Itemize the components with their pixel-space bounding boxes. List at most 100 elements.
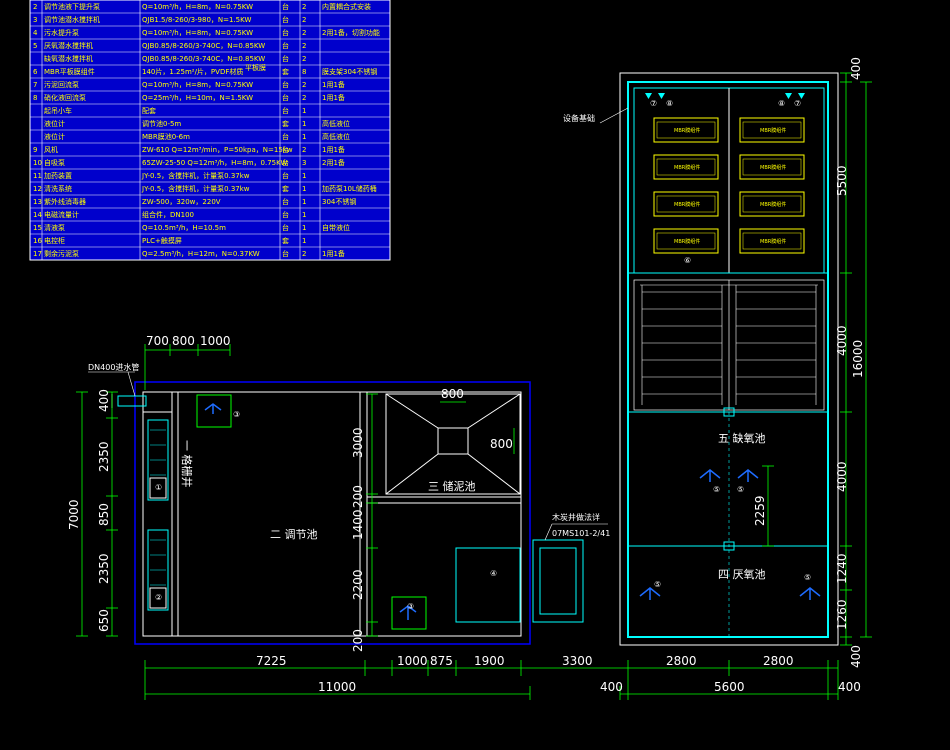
dim-1000-top: 1000 xyxy=(200,334,231,348)
table-cell-spec: JY-0.5，含搅拌机，计量泵0.37kw xyxy=(141,184,250,193)
dim-850: 850 xyxy=(97,503,111,526)
tag-8a: ⑧ xyxy=(666,99,673,108)
table-cell-spec: 配套 xyxy=(142,106,156,115)
dim-1000-bottom: 1000 xyxy=(397,654,428,668)
table-cell-qty: 3 xyxy=(302,159,306,167)
table-cell-name: 缺氧潜水搅拌机 xyxy=(44,54,93,63)
dim-1400: 1400 xyxy=(351,509,365,540)
table-cell-spec: QJB1.5/8-260/3-980，N=1.5KW xyxy=(142,16,251,24)
dim-5600: 5600 xyxy=(714,680,745,694)
table-cell-note: 加药泵10L储药桶 xyxy=(322,184,377,193)
tag-6: ⑥ xyxy=(684,256,691,265)
room-anoxic-tank: 五 缺氧池 xyxy=(718,431,766,445)
table-cell-name: 加药装置 xyxy=(44,171,72,180)
dim-2350-lower: 2350 xyxy=(97,553,111,584)
table-cell-spec: MBR膜池0-6m xyxy=(142,132,190,141)
table-cell-no: 9 xyxy=(33,146,37,154)
table-cell-unit: 台 xyxy=(282,80,289,89)
table-cell-name: 污泥回流泵 xyxy=(44,80,79,89)
table-cell-qty: 2 xyxy=(302,94,306,102)
table-cell-name: 起吊小车 xyxy=(44,106,72,115)
table-cell-note: 1用1备 xyxy=(322,249,345,258)
tag-5d: ⑤ xyxy=(804,573,811,582)
table-cell-qty: 1 xyxy=(302,133,306,141)
table-extra-label: 平板膜 xyxy=(245,63,266,72)
table-cell-unit: 台 xyxy=(282,41,289,50)
dim-3000: 3000 xyxy=(351,427,365,458)
table-cell-unit: 套 xyxy=(282,236,289,245)
wellhead-note-1: 木炭井做法详 xyxy=(552,512,600,522)
table-cell-note: 2用1备，切割功能 xyxy=(322,28,380,37)
mbr-module xyxy=(739,191,805,217)
table-cell-spec: Q=10m³/h，H=8m，N=0.75KW xyxy=(142,3,253,11)
table-cell-note: 1用1备 xyxy=(322,80,345,89)
mbr-module-label: MBR膜组件 xyxy=(674,127,700,134)
table-cell-name: 调节池液下提升泵 xyxy=(44,2,100,11)
table-cell-no: 7 xyxy=(33,81,37,89)
table-cell-no: 2 xyxy=(33,3,37,11)
dim-200-bottom: 200 xyxy=(351,629,365,652)
table-cell-no: 5 xyxy=(33,42,37,50)
table-cell-spec: Q=10.5m³/h，H=10.5m xyxy=(142,224,226,232)
dim-7225: 7225 xyxy=(256,654,287,668)
dim-2350-upper: 2350 xyxy=(97,441,111,472)
table-cell-qty: 2 xyxy=(302,55,306,63)
tag-4: ④ xyxy=(490,569,497,578)
table-cell-qty: 2 xyxy=(302,146,306,154)
dim-700: 700 xyxy=(146,334,169,348)
tag-3b: ③ xyxy=(407,602,414,611)
table-cell-qty: 1 xyxy=(302,172,306,180)
table-cell-unit: 台 xyxy=(282,145,289,154)
dim-400-right-bottom: 400 xyxy=(849,645,863,668)
table-cell-unit: 台 xyxy=(282,54,289,63)
room-screen-well: 一 格栅井 xyxy=(180,440,194,488)
table-cell-note: 膜支架304不锈钢 xyxy=(322,67,377,76)
table-cell-unit: 套 xyxy=(282,67,289,76)
mbr-module-label: MBR膜组件 xyxy=(760,164,786,171)
table-cell-spec: Q=10m³/h，H=8m，N=0.75KW xyxy=(142,29,253,37)
table-cell-name: 污水提升泵 xyxy=(44,28,79,37)
tag-8b: ⑧ xyxy=(778,99,785,108)
room-anaerobic-tank: 四 厌氧池 xyxy=(718,567,766,581)
table-cell-name: 清洗系统 xyxy=(44,184,72,193)
mbr-module xyxy=(653,191,719,217)
table-cell-no: 4 xyxy=(33,29,38,37)
table-cell-note: 1用1备 xyxy=(322,145,345,154)
table-cell-qty: 1 xyxy=(302,185,306,193)
dim-800-hopper-h: 800 xyxy=(441,387,464,401)
table-cell-qty: 1 xyxy=(302,211,306,219)
table-cell-unit: 台 xyxy=(282,171,289,180)
dim-200-mid: 200 xyxy=(351,485,365,508)
dim-2200: 2200 xyxy=(351,569,365,600)
table-cell-unit: 台 xyxy=(282,93,289,102)
table-cell-no: 11 xyxy=(33,172,42,180)
tag-7b: ⑦ xyxy=(794,99,801,108)
table-cell-qty: 2 xyxy=(302,42,306,50)
tag-2: ② xyxy=(155,593,162,602)
dim-1240: 1240 xyxy=(835,553,849,584)
left-building: DN400进水管 木炭井做法详 07MS101-2/41 xyxy=(88,362,610,645)
table-cell-unit: 台 xyxy=(282,210,289,219)
mbr-module xyxy=(653,154,719,180)
table-cell-name: 厌氧潜水搅拌机 xyxy=(44,41,93,50)
table-cell-note: 2用1备 xyxy=(322,158,345,167)
right-building: MBR膜组件MBR膜组件MBR膜组件MBR膜组件MBR膜组件MBR膜组件MBR膜… xyxy=(563,72,839,646)
table-cell-qty: 8 xyxy=(302,68,306,76)
tag-1: ① xyxy=(155,483,162,492)
dimension-lines xyxy=(76,72,872,700)
dim-4000-upper: 4000 xyxy=(835,325,849,356)
mbr-module-label: MBR膜组件 xyxy=(674,238,700,245)
mbr-module xyxy=(739,154,805,180)
dimension-texts: 700 800 1000 400 2350 850 2350 650 7000 … xyxy=(67,57,865,694)
dim-800-top: 800 xyxy=(172,334,195,348)
room-labels: 一 格栅井 二 调节池 三 储泥池 四 厌氧池 五 缺氧池 xyxy=(180,431,766,581)
table-cell-unit: 台 xyxy=(282,2,289,11)
table-cell-spec: ZW-610 Q=12m³/min，P=50kpa，N=15kw xyxy=(142,146,293,154)
tag-3a: ③ xyxy=(233,410,240,419)
table-cell-spec: Q=10m³/h，H=8m，N=0.75KW xyxy=(142,81,253,89)
table-cell-name: 剩余污泥泵 xyxy=(44,249,79,258)
table-cell-name: 紫外线消毒器 xyxy=(44,197,86,206)
table-cell-no: 10 xyxy=(33,159,42,167)
